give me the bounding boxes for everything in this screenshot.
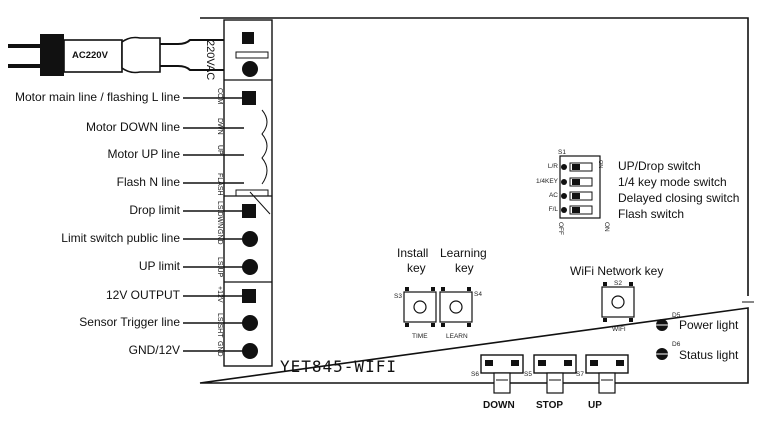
- dip-off: OFF: [557, 222, 564, 235]
- wifi-key: [601, 282, 635, 322]
- dip-ref: S1: [558, 149, 566, 156]
- terminal-pin-round: [242, 259, 258, 275]
- plug-icon: [8, 34, 232, 76]
- plug-label: AC220V: [72, 50, 108, 61]
- power-led-ref: D5: [672, 312, 681, 319]
- bottom-button-plunger: [493, 372, 511, 394]
- dip-switch-label: UP/Drop switch: [618, 159, 701, 173]
- bottom-button-ref: S7: [576, 371, 584, 378]
- wire-label: GND/12V: [128, 343, 180, 357]
- wire-label: Sensor Trigger line: [79, 315, 180, 329]
- wire-label: Drop limit: [129, 203, 180, 217]
- power-terminal-label: 220VAC: [204, 40, 216, 81]
- dip-dot: [561, 164, 567, 170]
- dip-row-label: L/R: [547, 163, 558, 170]
- wire-label: Motor UP line: [107, 147, 180, 161]
- dip-knob: [572, 207, 580, 213]
- terminal-pin-round: [242, 343, 258, 359]
- terminal-pin-label: +12V: [216, 286, 223, 303]
- dip-dot: [561, 179, 567, 185]
- dip-slot: [569, 205, 593, 215]
- wifi-key-pcb: WIFI: [612, 326, 626, 333]
- wire-label: Flash N line: [116, 175, 180, 189]
- wifi-key-ref: S2: [614, 280, 622, 287]
- status-led-label: Status light: [679, 348, 739, 362]
- bottom-button-label: STOP: [536, 400, 564, 411]
- bottom-button-pad: [485, 360, 493, 366]
- terminal-pin-label: LS.SHT: [216, 313, 223, 338]
- power-led-label: Power light: [679, 318, 739, 332]
- bottom-button-pad: [511, 360, 519, 366]
- bottom-button-plunger: [546, 372, 564, 394]
- dip-knob: [572, 164, 580, 170]
- wire-label: Limit switch public line: [61, 231, 180, 245]
- status-led-ref: D6: [672, 341, 681, 348]
- pcb-outline: [199, 17, 749, 384]
- terminal-pin-round: [242, 315, 258, 331]
- bottom-button-ref: S5: [524, 371, 532, 378]
- dip-dot: [561, 193, 567, 199]
- learning-key-label-2: key: [455, 261, 474, 275]
- install-key-label-2: key: [407, 261, 426, 275]
- bottom-button-plunger: [598, 372, 616, 394]
- dip-on-top: ON: [597, 160, 603, 169]
- power-pin-round: [242, 61, 258, 77]
- wire-label: UP limit: [138, 259, 180, 273]
- bottom-button-pad: [538, 360, 546, 366]
- dip-row-label: AC: [548, 192, 558, 199]
- dip-row-label: 1/4KEY: [535, 178, 558, 185]
- install-key: [403, 287, 437, 327]
- terminal-pin-square: [242, 91, 256, 105]
- power-pin-square: [242, 32, 254, 44]
- power-led-icon: [656, 319, 668, 331]
- learning-key-ref: S4: [474, 291, 482, 298]
- install-key-pcb: TIME: [412, 333, 428, 340]
- bottom-button-pad: [564, 360, 572, 366]
- dip-switch-label: Delayed closing switch: [618, 191, 740, 205]
- dip-switch-label: Flash switch: [618, 207, 685, 221]
- terminal-pin-label: LS.DWN: [216, 201, 223, 229]
- wifi-key-label: WiFi Network key: [570, 264, 664, 278]
- wire-label: Motor DOWN line: [85, 120, 180, 134]
- bottom-button-pad: [616, 360, 624, 366]
- dip-knob: [572, 179, 580, 185]
- dip-on: ON: [603, 222, 610, 232]
- install-key-ref: S3: [394, 293, 402, 300]
- terminal-pin-label: COM: [216, 88, 223, 105]
- dip-row-label: F/L: [548, 206, 558, 213]
- terminal-pin-label: DWN: [216, 118, 223, 135]
- dip-slot: [569, 191, 593, 201]
- dip-slot: [569, 162, 593, 172]
- terminal-block: [223, 19, 273, 367]
- learning-key-label: Learning: [440, 246, 487, 260]
- dip-slot: [569, 177, 593, 187]
- bottom-button-pad: [590, 360, 598, 366]
- dip-dot: [561, 207, 567, 213]
- dip-knob: [572, 193, 580, 199]
- terminal-pin-label: UP: [216, 145, 223, 155]
- terminal-pin-square: [242, 204, 256, 218]
- install-key-label: Install: [397, 246, 429, 260]
- terminal-pin-label: GND: [216, 341, 223, 357]
- dip-switch: [559, 155, 601, 219]
- learning-key: [439, 287, 473, 327]
- terminal-pin-square: [242, 289, 256, 303]
- bottom-button-ref: S6: [471, 371, 479, 378]
- wire-label: 12V OUTPUT: [105, 288, 180, 302]
- bottom-button-label: UP: [588, 400, 602, 411]
- dip-switch-label: 1/4 key mode switch: [618, 175, 727, 189]
- terminal-pin-round: [242, 231, 258, 247]
- status-led-icon: [656, 348, 668, 360]
- wire-label: Motor main line / flashing L line: [15, 90, 180, 104]
- terminal-pin-label: GND: [216, 229, 223, 245]
- learning-key-pcb: LEARN: [446, 333, 468, 340]
- model-name: YET845-WIFI: [280, 357, 397, 376]
- terminal-pin-label: FLASH: [216, 173, 223, 196]
- bottom-button-label: DOWN: [483, 400, 515, 411]
- terminal-pin-label: LS.UP: [216, 257, 223, 278]
